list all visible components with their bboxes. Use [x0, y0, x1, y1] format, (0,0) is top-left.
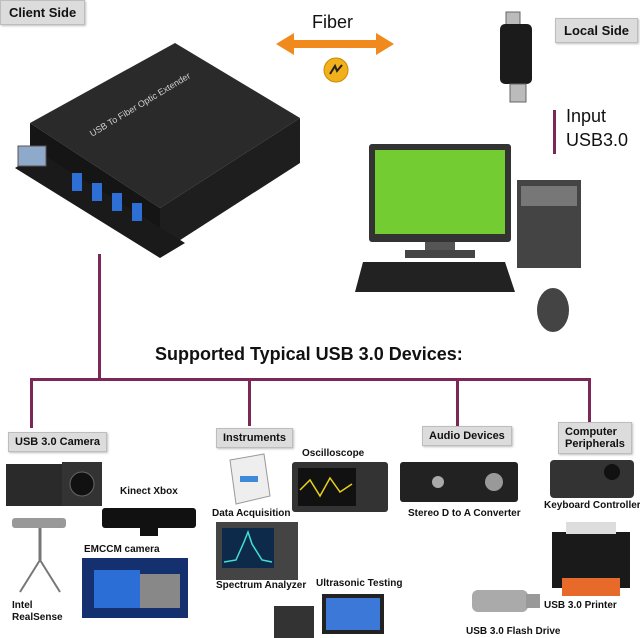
desktop-computer-icon — [355, 144, 581, 332]
flash-drive-label: USB 3.0 Flash Drive — [466, 626, 561, 637]
oscilloscope-label: Oscilloscope — [302, 448, 365, 459]
category-computer-peripherals: Computer Peripherals — [558, 422, 632, 454]
input-label-line2: USB3.0 — [566, 130, 629, 150]
realsense-label: Intel RealSense — [12, 600, 63, 624]
usb-dongle-icon — [500, 11, 532, 103]
fiber-icon — [323, 57, 349, 83]
flash-drive-icon — [472, 590, 540, 612]
input-label-line1: Input — [566, 106, 607, 126]
category-instruments: Instruments — [216, 428, 293, 448]
kinect-label: Kinect Xbox — [120, 486, 178, 497]
daq-icon — [229, 453, 271, 505]
emccm-label: EMCCM camera — [84, 544, 160, 555]
printer-label: USB 3.0 Printer — [544, 600, 617, 611]
keyboard-controller-label: Keyboard Controller — [544, 500, 640, 511]
category-peripherals-line1: Computer — [565, 426, 617, 438]
devices-title: Supported Typical USB 3.0 Devices: — [155, 344, 463, 364]
realsense-label-line2: RealSense — [12, 612, 63, 623]
daq-label: Data Acquisition — [212, 508, 291, 519]
keyboard-controller-icon — [550, 460, 634, 498]
client-side-label: Client Side — [0, 0, 86, 25]
dac-label: Stereo D to A Converter — [408, 508, 521, 519]
ultrasonic-label: Ultrasonic Testing — [316, 578, 403, 589]
category-peripherals-line2: Peripherals — [565, 438, 625, 450]
fiber-label: Fiber — [312, 12, 354, 32]
printer-icon — [552, 522, 630, 596]
realsense-icon — [12, 518, 66, 593]
ultrasonic-icon — [274, 594, 384, 638]
emccm-camera-icon — [82, 558, 188, 618]
dac-icon — [400, 462, 518, 502]
spectrum-analyzer-icon — [216, 522, 298, 580]
kinect-icon — [102, 508, 196, 536]
local-side-label: Local Side — [555, 18, 639, 43]
realsense-label-line1: Intel — [12, 600, 33, 611]
category-audio-devices: Audio Devices — [422, 426, 512, 446]
usb-camera-icon — [6, 462, 102, 506]
fiber-arrow — [276, 33, 394, 55]
fiber-extender-device — [15, 43, 300, 258]
oscilloscope-icon — [292, 462, 388, 512]
category-usb-camera: USB 3.0 Camera — [8, 432, 107, 452]
spectrum-label: Spectrum Analyzer — [216, 580, 307, 591]
